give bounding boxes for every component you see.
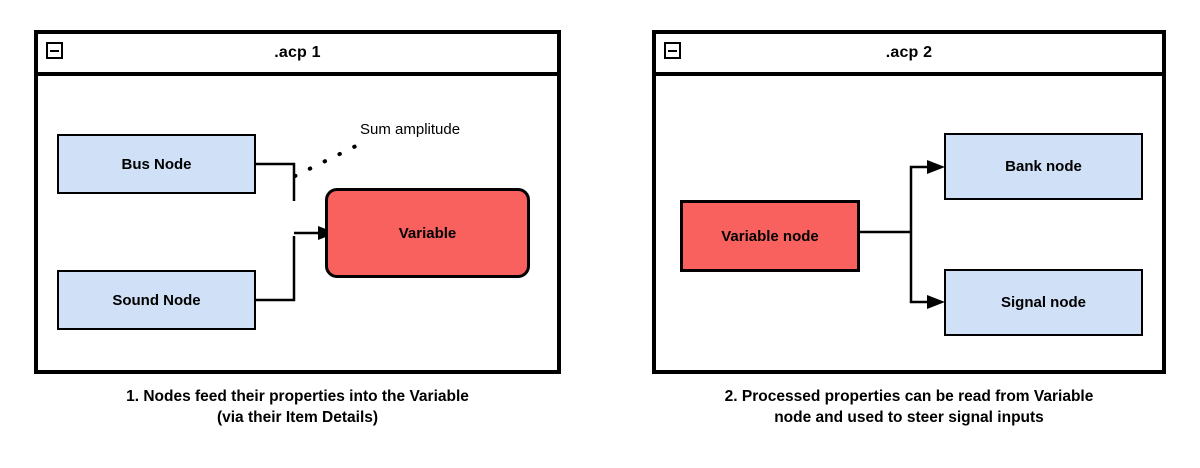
node-variable-node[interactable]: Variable node	[680, 200, 860, 272]
minimize-icon[interactable]	[46, 42, 63, 59]
panel-2-titlebar: .acp 2	[656, 34, 1162, 76]
node-variable-label: Variable	[398, 224, 457, 242]
minimize-icon[interactable]	[664, 42, 681, 59]
node-bus-node[interactable]: Bus Node	[57, 134, 256, 194]
panel-2-caption-line2: node and used to steer signal inputs	[774, 409, 1044, 427]
node-sound-node[interactable]: Sound Node	[57, 270, 256, 330]
panel-1-titlebar: .acp 1	[38, 34, 557, 76]
panel-1-title: .acp 1	[274, 44, 321, 61]
node-bank-node[interactable]: Bank node	[944, 133, 1143, 200]
panel-1-body: Bus Node Sound Node Variable Sum amplitu…	[38, 76, 557, 370]
panel-acp-1: .acp 1 Bus Node Sound Node Vari	[34, 30, 561, 374]
panel-2-title: .acp 2	[885, 44, 933, 61]
minimize-icon-bar	[668, 49, 677, 52]
node-signal-node[interactable]: Signal node	[944, 269, 1143, 336]
annotation-sum-amplitude: Sum amplitude	[360, 121, 461, 138]
node-signal-node-label: Signal node	[1000, 294, 1086, 311]
panel-1-caption-line2: (via their Item Details)	[216, 409, 379, 427]
panel-1-caption: 1. Nodes feed their properties into the …	[34, 386, 561, 429]
panel-1-caption-line1: 1. Nodes feed their properties into the …	[126, 388, 469, 405]
panel-2-caption-line1: 2. Processed properties can be read from…	[724, 388, 1094, 405]
node-sound-node-label: Sound Node	[112, 291, 201, 309]
node-bank-node-label: Bank node	[1005, 158, 1082, 175]
node-bus-node-label: Bus Node	[121, 155, 192, 173]
node-variable[interactable]: Variable	[325, 188, 530, 278]
panel-acp-2: .acp 2 Variable node Bank node Signal no	[652, 30, 1166, 374]
panel-2-body: Variable node Bank node Signal node	[656, 76, 1162, 370]
node-variable-node-label: Variable node	[721, 227, 819, 245]
minimize-icon-bar	[50, 49, 59, 52]
panel-2-caption: 2. Processed properties can be read from…	[648, 386, 1170, 429]
